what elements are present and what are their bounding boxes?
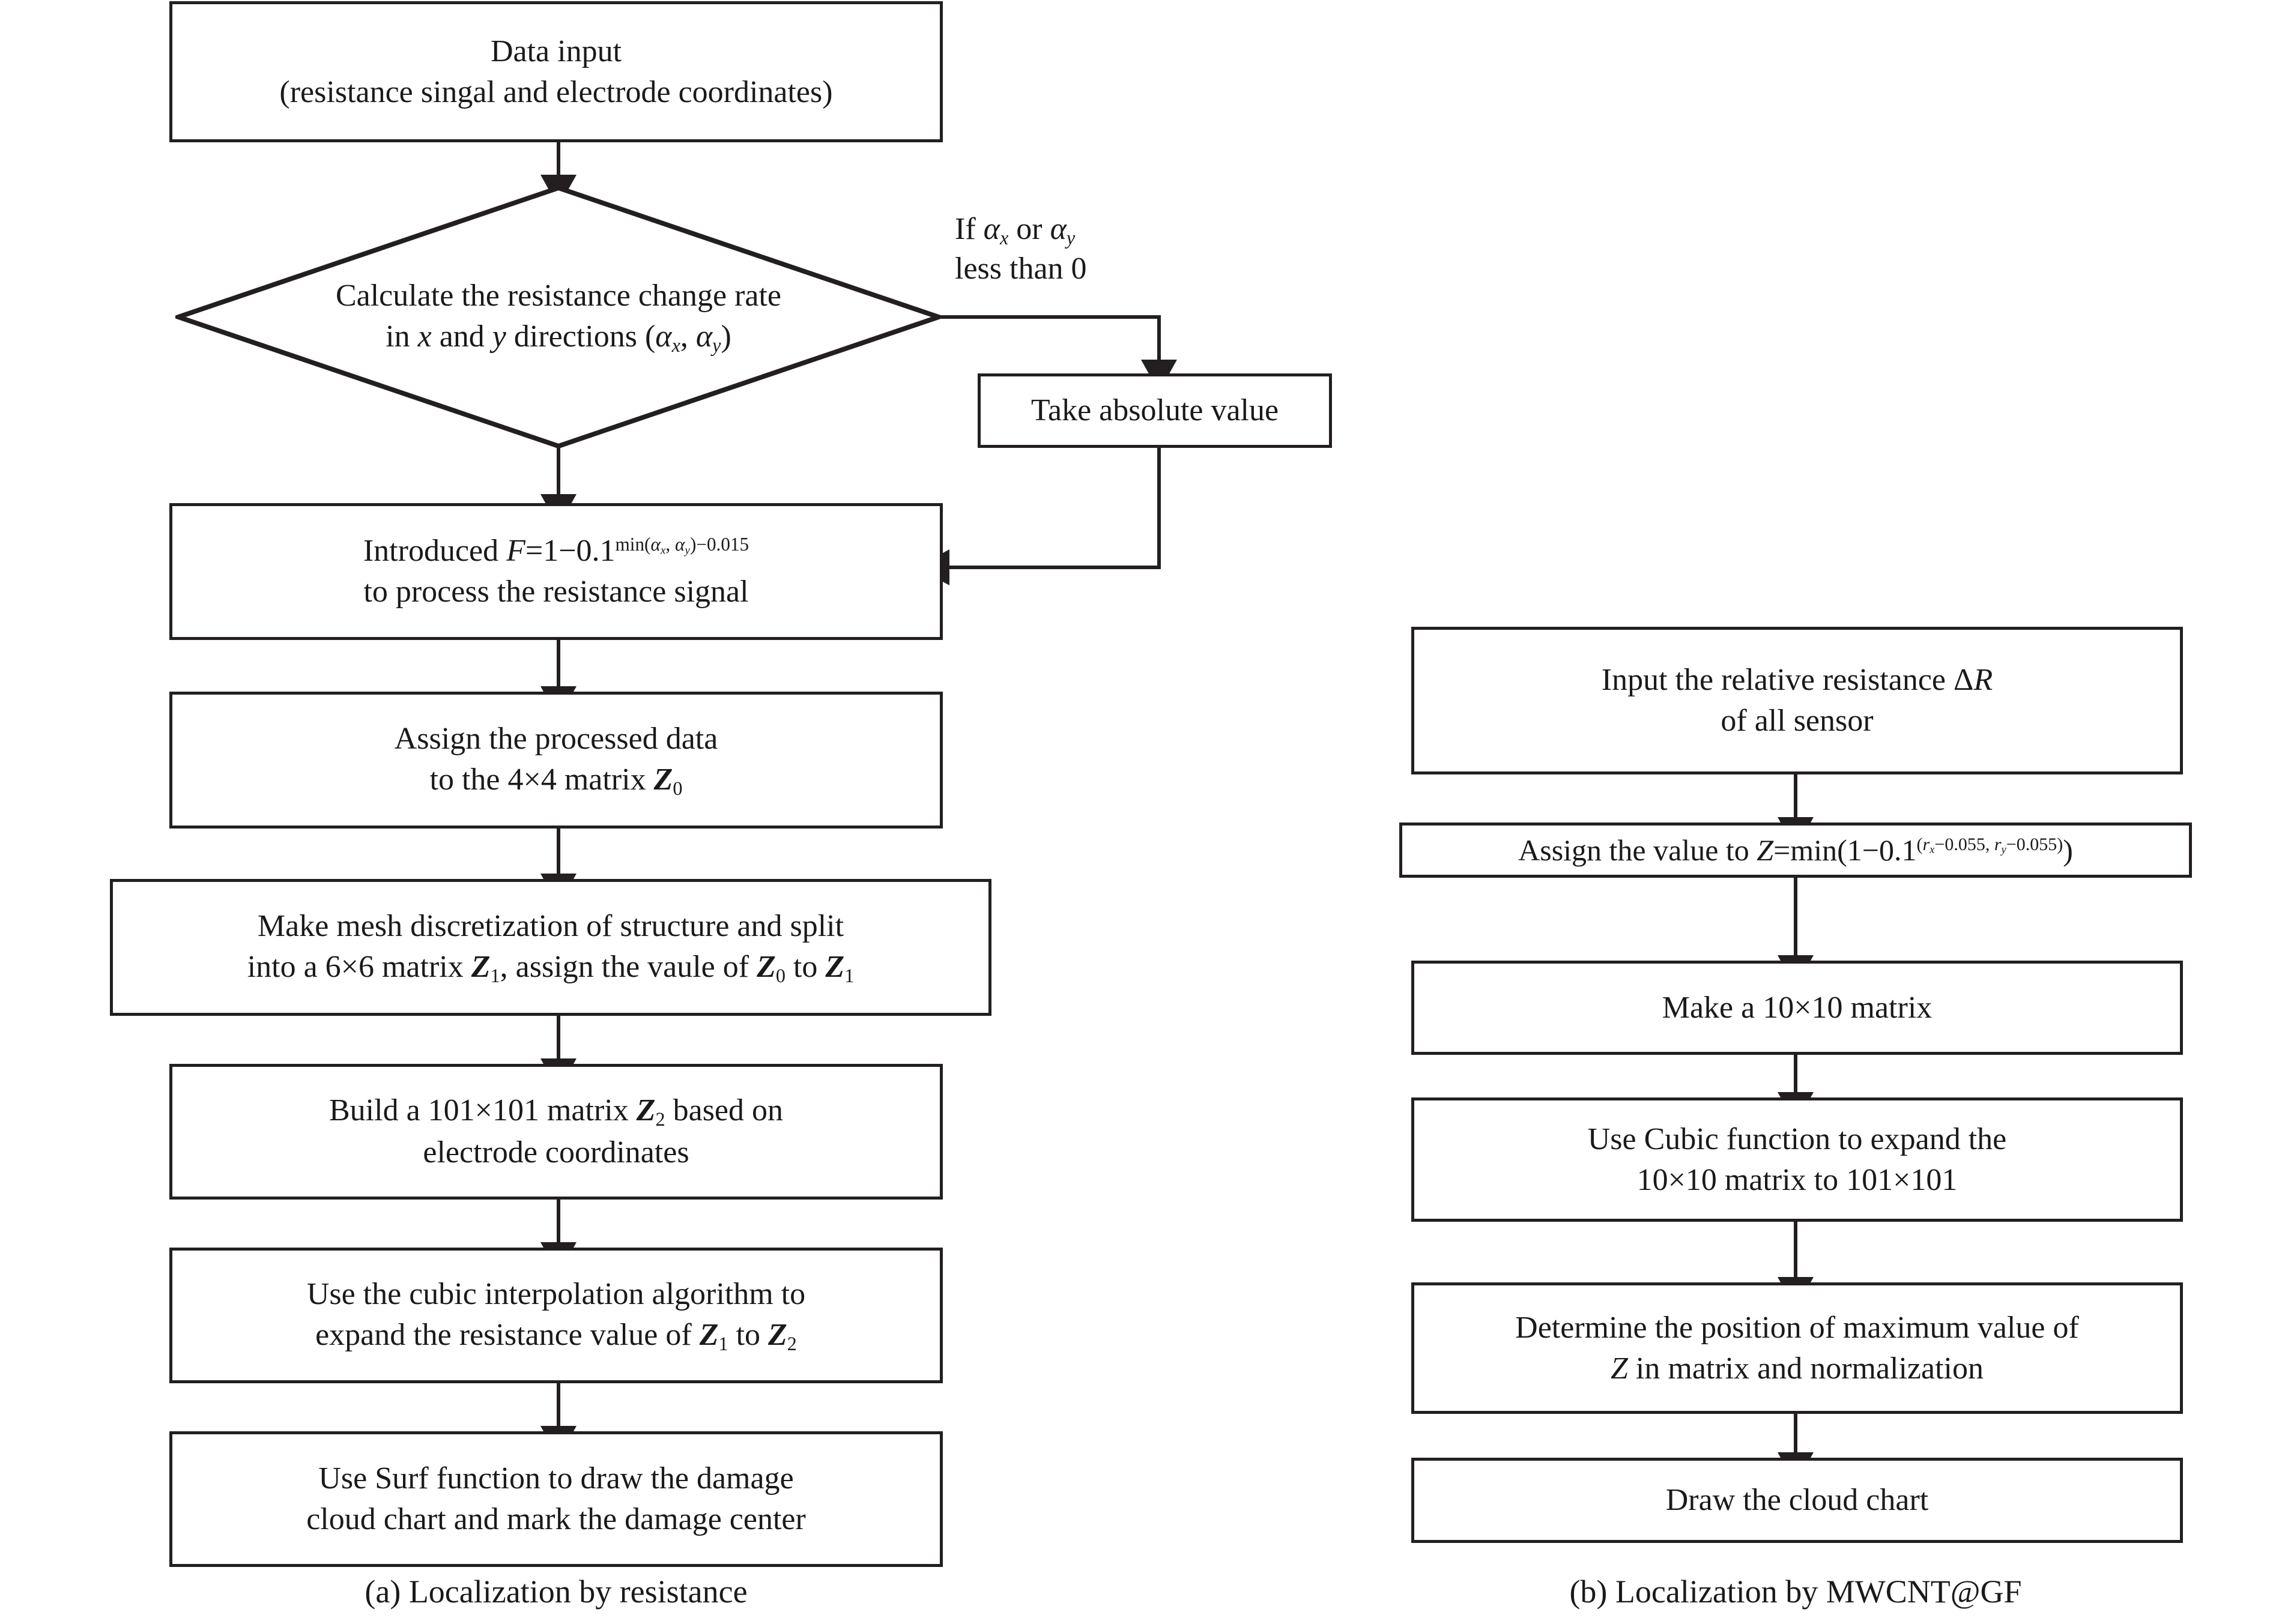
node-take-absolute-value-label: Take absolute value [1031, 393, 1279, 428]
node-assign-z0: Assign the processed data to the 4×4 mat… [169, 692, 943, 829]
node-data-input: Data input (resistance singal and electr… [169, 1, 943, 142]
node-cubic-interpolation: Use the cubic interpolation algorithm to… [169, 1248, 943, 1383]
node-calculate-change-rate: Calculate the resistance change rate in … [175, 185, 942, 449]
node-introduced-f: Introduced F=1−0.1min(αx, αy)−0.015 to p… [169, 503, 943, 640]
node-data-input-line1: Data input [490, 34, 622, 68]
node-input-relative-resistance: Input the relative resistance ΔR of all … [1411, 627, 2183, 774]
node-mesh-discretization: Make mesh discretization of structure an… [110, 879, 991, 1016]
caption-panel-b: (b) Localization by MWCNT@GF [1569, 1574, 2022, 1610]
node-make-10x10-matrix: Make a 10×10 matrix [1411, 961, 2183, 1055]
node-take-absolute-value: Take absolute value [978, 373, 1332, 448]
diamond-outline [175, 185, 942, 449]
node-data-input-line2: (resistance singal and electrode coordin… [279, 74, 833, 109]
node-cubic-expand-line1: Use Cubic function to expand the [1587, 1121, 2007, 1156]
branch-label-if-alpha-less-than-zero: If αx or αy less than 0 [955, 212, 1087, 286]
node-assign-value-z: Assign the value to Z=min(1−0.1(rx−0.055… [1399, 823, 2192, 878]
node-surf-line1: Use Surf function to draw the damage [318, 1461, 794, 1496]
edge-a3-a4 [917, 447, 1161, 585]
node-draw-cloud-chart: Draw the cloud chart [1411, 1458, 2183, 1543]
node-cubic-expand: Use Cubic function to expand the 10×10 m… [1411, 1097, 2183, 1222]
node-surf-line2: cloud chart and mark the damage center [306, 1502, 806, 1536]
node-surf-function: Use Surf function to draw the damage clo… [169, 1431, 943, 1567]
node-build-z2: Build a 101×101 matrix Z2 based on elect… [169, 1064, 943, 1200]
node-determine-max-position: Determine the position of maximum value … [1411, 1282, 2183, 1414]
edge-a2-a3 [940, 315, 1177, 392]
node-cubic-expand-line2: 10×10 matrix to 101×101 [1636, 1162, 1958, 1197]
caption-panel-a: (a) Localization by resistance [365, 1574, 748, 1610]
node-draw-cloud-chart-label: Draw the cloud chart [1665, 1483, 1929, 1518]
node-make-10x10-matrix-label: Make a 10×10 matrix [1662, 990, 1933, 1025]
node-calculate-change-rate-label: Calculate the resistance change rate in … [335, 279, 782, 356]
